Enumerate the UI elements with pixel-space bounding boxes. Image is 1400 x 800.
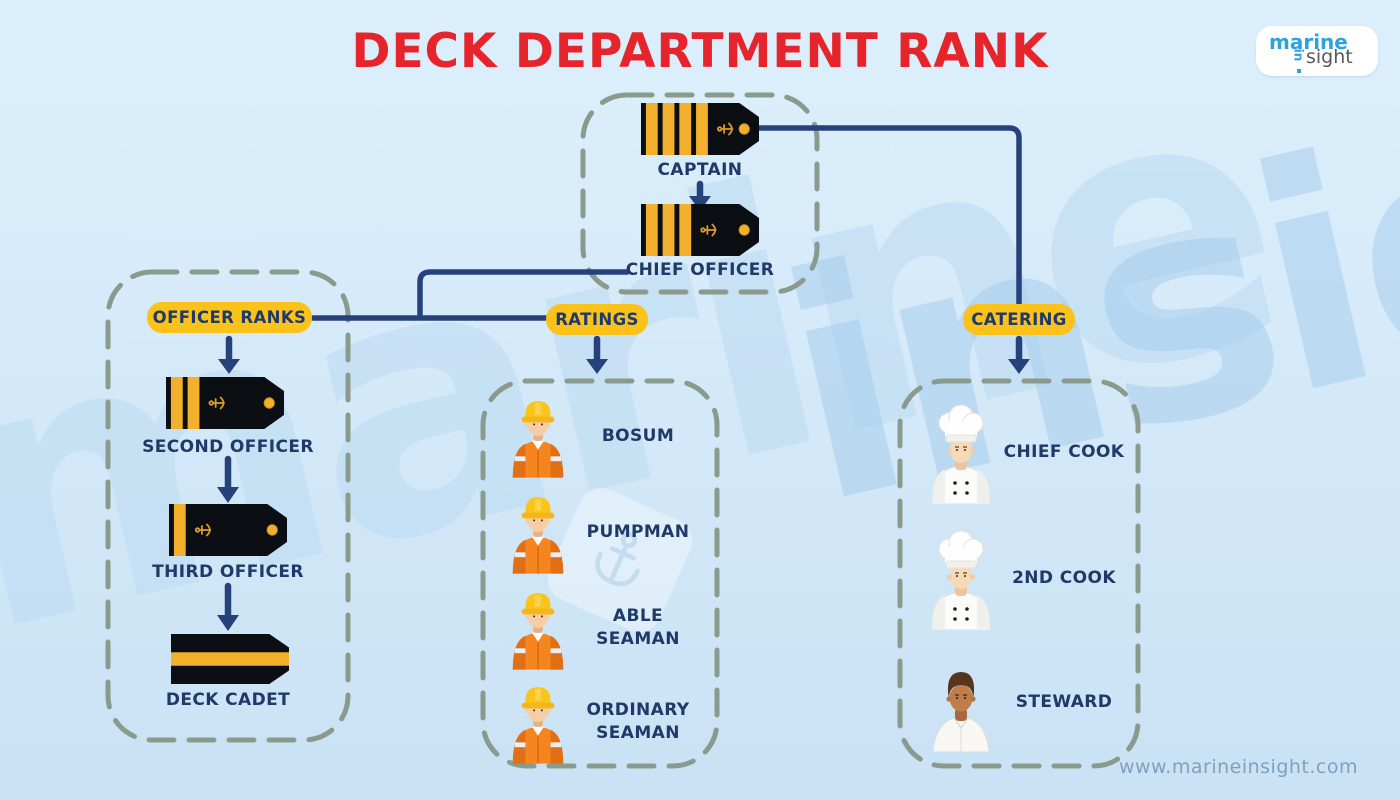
seaman-icon: [507, 680, 569, 764]
logo-text-sight: sight: [1306, 46, 1353, 68]
second-officer-epaulette-icon: [166, 377, 284, 429]
chef-icon: [923, 528, 999, 630]
chief-officer-epaulette-icon: [641, 204, 759, 256]
chef-icon: [923, 402, 999, 504]
rank-label-third-officer: THIRD OFFICER: [152, 562, 304, 582]
down-arrow: [217, 455, 239, 503]
down-arrow: [586, 335, 608, 374]
rank-label-second-officer: SECOND OFFICER: [142, 437, 314, 457]
catering-row-2nd-cook: 2ND COOK: [901, 526, 1139, 631]
rank-label-deck-cadet: DECK CADET: [165, 690, 291, 710]
captain-epaulette-icon: [641, 103, 759, 155]
crew-label-ordinary-seaman: ORDINARY SEAMAN: [586, 700, 690, 743]
deck-cadet-epaulette-icon: [171, 634, 289, 684]
logo-text-marine: marine: [1269, 30, 1348, 54]
ratings-pill: RATINGS: [546, 304, 648, 335]
marine-insight-logo: marine in sight: [1256, 26, 1378, 76]
logo-dot: [1297, 69, 1301, 73]
rank-label-captain: CAPTAIN: [657, 160, 743, 180]
crew-label-2nd-cook: 2ND COOK: [1012, 568, 1116, 589]
down-arrow: [218, 335, 240, 374]
ratings-row-ordinary-seaman: ORDINARY SEAMAN: [483, 676, 717, 768]
page-title: DECK DEPARTMENT RANK: [351, 24, 1049, 79]
catering-pill: CATERING: [963, 304, 1075, 335]
crew-label-bosum: BOSUM: [601, 425, 675, 446]
crew-label-able-seaman: ABLE SEAMAN: [596, 606, 680, 649]
seaman-icon: [507, 394, 569, 478]
seaman-icon: [507, 586, 569, 670]
logo-text-in: in: [1291, 48, 1306, 62]
officer-ranks-pill: OFFICER RANKS: [147, 302, 312, 333]
rank-label-chief-officer: CHIEF OFFICER: [625, 260, 775, 280]
ratings-row-pumpman: PUMPMAN: [483, 486, 717, 578]
crew-label-pumpman: PUMPMAN: [586, 521, 690, 542]
third-officer-epaulette-icon: [169, 504, 287, 556]
catering-row-chief-cook: CHIEF COOK: [901, 400, 1139, 505]
ratings-row-able-seaman: ABLE SEAMAN: [483, 582, 717, 674]
down-arrow: [1008, 335, 1030, 374]
ratings-row-bosum: BOSUM: [483, 390, 717, 482]
website-url: www.marineinsight.com: [1118, 756, 1358, 778]
seaman-icon: [507, 490, 569, 574]
steward-icon: [923, 652, 999, 752]
crew-label-steward: STEWARD: [1015, 691, 1113, 712]
catering-row-steward: STEWARD: [901, 652, 1139, 752]
down-arrow: [217, 582, 239, 631]
crew-label-chief-cook: CHIEF COOK: [1003, 442, 1125, 463]
